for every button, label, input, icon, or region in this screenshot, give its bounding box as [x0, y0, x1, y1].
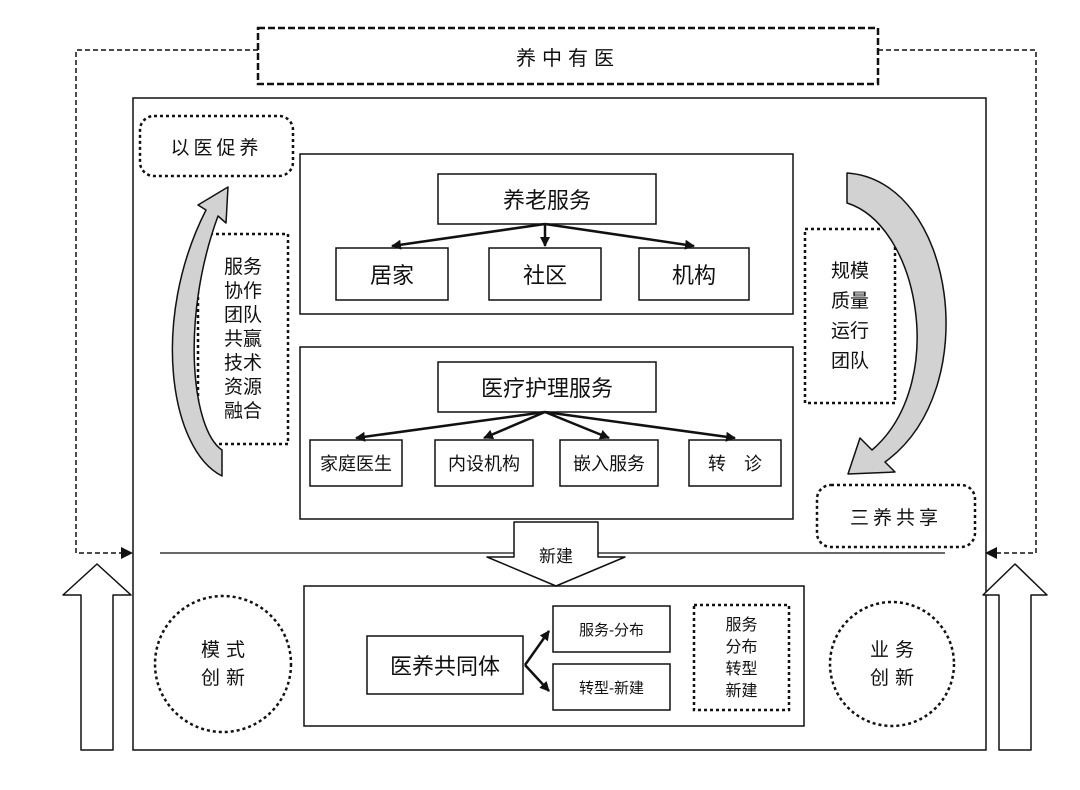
medical-title-box [437, 361, 657, 413]
elderly-item-1: 居家 [369, 264, 414, 289]
branch-arrow-top [523, 630, 551, 666]
left-curved-arrow [171, 186, 229, 477]
medical-arrow-3 [544, 410, 610, 440]
elderly-item-box-1 [335, 247, 449, 301]
elderly-item-box-3 [638, 247, 750, 301]
elderly-arrow-left [391, 222, 546, 250]
left-text-box [196, 232, 290, 446]
right-text-box [803, 227, 897, 405]
elderly-item-box-2 [488, 247, 602, 301]
top-banner-label: 养中有医 [516, 45, 620, 70]
branch-arrow-bottom [524, 664, 550, 692]
left-up-arrow [62, 563, 132, 751]
right-dotted-circle [828, 600, 956, 728]
left-label-box [138, 114, 295, 178]
medical-arrow-4 [544, 410, 736, 442]
bottom-side-box [692, 603, 791, 712]
medical-service-group [299, 346, 794, 520]
elderly-service-group [299, 153, 794, 315]
medical-item-2: 内设机构 [448, 454, 520, 475]
bottom-group [303, 585, 805, 727]
elderly-item-3: 机构 [671, 264, 716, 289]
medical-item-box-2 [434, 439, 534, 487]
right-feedback-line [878, 49, 1037, 554]
left-box-text: 服务 协作 团队 共赢 技术 资源 融合 [223, 256, 262, 422]
bottom-side-text: 服务 分布 转型 新建 [725, 614, 758, 700]
left-feedback-arrowhead [121, 547, 133, 559]
elderly-arrow-right [544, 222, 695, 250]
branch-top-label: 服务-分布 [578, 620, 645, 639]
right-curved-arrow [846, 172, 947, 475]
medical-item-3: 嵌入服务 [573, 454, 645, 475]
left-dotted-circle [153, 594, 293, 734]
right-up-arrow [982, 563, 1048, 751]
new-build-down-arrow [486, 521, 626, 587]
branch-bottom-box [552, 663, 671, 711]
right-label-box [815, 483, 977, 549]
elderly-item-2: 社区 [522, 264, 567, 289]
elderly-title: 养老服务 [502, 189, 591, 214]
medical-arrow-2 [483, 410, 546, 440]
medical-arrow-1 [355, 410, 546, 442]
right-feedback-arrowhead [985, 547, 997, 559]
top-banner-box [256, 26, 880, 86]
medical-title: 医疗护理服务 [480, 377, 613, 402]
community-label: 医养共同体 [389, 655, 500, 680]
medical-item-box-4 [688, 439, 782, 487]
medical-item-box-1 [309, 439, 403, 487]
branch-bottom-label: 转型-新建 [578, 678, 645, 697]
right-box-text: 规模 质量 运行 团队 [830, 260, 869, 372]
right-circle-text: 业 务 创 新 [869, 639, 915, 689]
medical-item-4: 转 诊 [708, 454, 762, 475]
left-label: 以医促养 [170, 136, 263, 159]
elderly-title-box [437, 173, 657, 225]
left-feedback-line [75, 49, 258, 554]
medical-item-1: 家庭医生 [320, 454, 392, 475]
community-box [366, 635, 524, 695]
main-frame [132, 97, 987, 751]
branch-top-box [552, 605, 671, 653]
right-label: 三养共享 [849, 506, 942, 529]
new-build-label: 新建 [539, 546, 573, 567]
left-circle-text: 模 式 创 新 [200, 639, 246, 689]
medical-item-box-3 [559, 439, 659, 487]
